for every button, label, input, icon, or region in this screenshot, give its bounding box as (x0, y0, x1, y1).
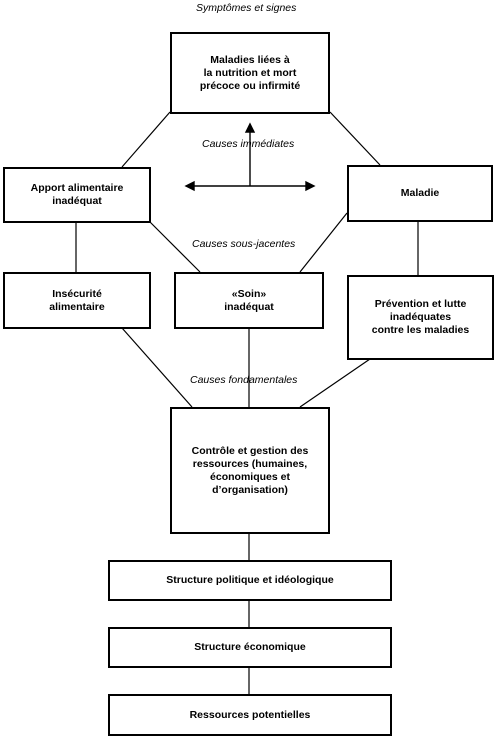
box-potential-resources: Ressources potentielles (108, 694, 392, 736)
connector-malnutrition-disease (329, 111, 381, 166)
label-symptoms: Symptômes et signes (196, 2, 297, 14)
connector-disease-care (299, 212, 348, 273)
label-underlying-causes: Causes sous-jacentes (192, 238, 296, 250)
connector-insecurity-control (121, 327, 193, 408)
box-care: «Soin» inadéquat (174, 272, 324, 329)
box-food-intake: Apport alimentaire inadéquat (3, 167, 151, 223)
label-immediate-causes: Causes immédiates (202, 138, 295, 150)
connector-malnutrition-intake (121, 111, 171, 168)
arrow-cross-icon (184, 122, 316, 192)
box-disease: Maladie (347, 165, 493, 222)
label-basic-causes: Causes fondamentales (190, 374, 298, 386)
box-political-structure: Structure politique et idéologique (108, 560, 392, 601)
box-malnutrition: Maladies liées à la nutrition et mort pr… (170, 32, 330, 114)
box-economic-structure: Structure économique (108, 627, 392, 668)
box-prevention: Prévention et lutte inadéquates contre l… (347, 275, 494, 360)
box-food-insecurity: Insécurité alimentaire (3, 272, 151, 329)
connector-intake-care (149, 221, 201, 273)
box-resources-control: Contrôle et gestion des ressources (huma… (170, 407, 330, 534)
connector-prevention-control (299, 358, 371, 408)
